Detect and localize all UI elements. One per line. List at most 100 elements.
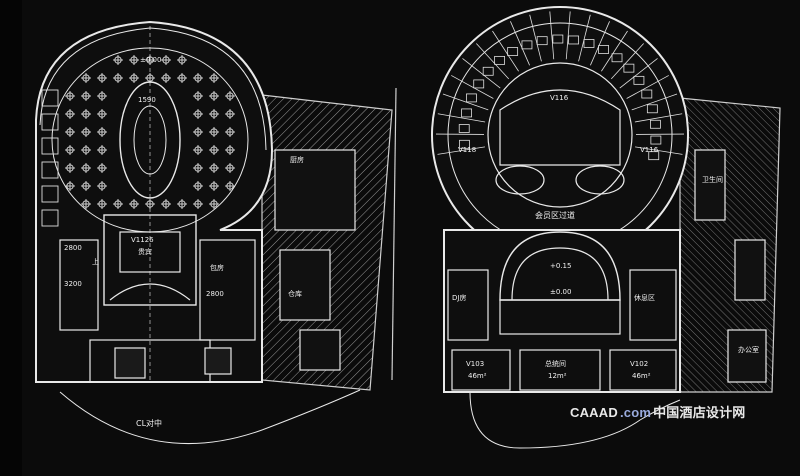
left-annex-room-3	[299, 329, 341, 371]
right-annex-room-3	[727, 329, 767, 383]
dome-seat	[193, 73, 203, 83]
left-stair	[114, 347, 146, 379]
dome-seat	[177, 55, 187, 65]
left-center-room	[119, 231, 181, 273]
dome-seat	[177, 199, 187, 209]
dome-seat	[65, 127, 75, 137]
dome-seat	[161, 55, 171, 65]
dome-seat	[97, 181, 107, 191]
right-label-room-bc-sub: 12m²	[548, 372, 567, 380]
dome-seat	[97, 163, 107, 173]
dome-seat	[225, 163, 235, 173]
dome-seat	[129, 73, 139, 83]
radial-divider	[578, 14, 591, 62]
right-label-room-bl: V103	[466, 360, 484, 368]
radial-divider	[451, 75, 494, 99]
radial-divider	[476, 43, 510, 80]
dome-seat	[81, 199, 91, 209]
dome-seat	[113, 199, 123, 209]
right-vip-seat-r	[575, 165, 625, 195]
radial-booth	[473, 79, 485, 89]
right-radial-booths	[436, 11, 684, 161]
left-booth	[41, 161, 59, 179]
dome-seat	[81, 163, 91, 173]
left-label-center-line: CL对中	[136, 418, 162, 428]
dome-seat	[65, 181, 75, 191]
radial-booth	[611, 53, 623, 63]
right-room-bc	[519, 349, 601, 391]
radial-divider	[442, 93, 489, 111]
radial-booth	[482, 66, 494, 76]
dome-seat	[65, 91, 75, 101]
left-booth-column	[41, 89, 59, 227]
dome-seat	[81, 73, 91, 83]
dome-seat	[225, 145, 235, 155]
radial-booth	[633, 75, 645, 85]
dome-seat	[145, 199, 155, 209]
dome-seat	[81, 181, 91, 191]
dome-seat	[81, 91, 91, 101]
left-side-room	[59, 239, 99, 331]
radial-divider	[549, 11, 555, 60]
left-floor-plan	[35, 20, 393, 444]
left-label-dome-span: 1590	[138, 96, 156, 104]
radial-booth	[536, 36, 548, 46]
left-booth	[41, 209, 59, 227]
left-label-entry: 上	[92, 257, 99, 266]
right-vip-seat-l	[495, 165, 545, 195]
dome-seat	[209, 73, 219, 83]
radial-divider	[619, 58, 658, 89]
right-plaza-arc	[469, 391, 681, 449]
left-plan-outline	[35, 20, 274, 383]
radial-booth	[649, 119, 661, 129]
watermark-sep: .com	[619, 405, 652, 420]
right-label-room-br: V102	[630, 360, 648, 368]
dome-seat	[193, 127, 203, 137]
radial-booth	[648, 151, 660, 161]
left-plan-labels: ±0.00 1590 V1126 贵宾 包房 厨房 仓库 2800 3200 2…	[64, 56, 304, 428]
dome-seat	[209, 181, 219, 191]
dome-seat	[81, 127, 91, 137]
left-annex-room-1	[274, 149, 356, 231]
dome-seat	[129, 55, 139, 65]
dome-seat	[193, 163, 203, 173]
right-label-top-room: V116	[550, 94, 569, 102]
dome-seat	[225, 181, 235, 191]
left-annex-room-2	[279, 249, 331, 321]
dome-seat	[225, 109, 235, 119]
right-plan-labels: 会员区过道 V116 V118 V116 +0.15 ±0.00 DJ房 休息区…	[452, 94, 759, 380]
dome-seat	[97, 145, 107, 155]
dome-seat	[65, 109, 75, 119]
radial-divider	[635, 146, 683, 155]
right-label-lounge: 休息区	[634, 293, 655, 302]
dome-seat	[129, 199, 139, 209]
page-center-line	[391, 87, 397, 381]
right-label-dj-room: DJ房	[452, 293, 466, 302]
left-right-room	[199, 239, 256, 341]
radial-divider	[510, 21, 530, 66]
right-label-room-br-sub: 46m²	[632, 372, 651, 380]
left-label-top-level: ±0.00	[140, 56, 161, 64]
left-booth	[41, 89, 59, 107]
dome-seat	[209, 163, 219, 173]
right-label-office: 办公室	[738, 345, 759, 354]
right-stage-inner	[511, 247, 609, 301]
left-center-hall	[103, 214, 197, 306]
dome-seat	[97, 199, 107, 209]
dome-seat	[193, 199, 203, 209]
right-label-left-room: V118	[458, 146, 476, 154]
left-booth	[41, 113, 59, 131]
right-label-stage-level: ±0.00	[550, 288, 571, 296]
dome-seat	[113, 73, 123, 83]
dome-seat	[193, 109, 203, 119]
dome-seat	[81, 145, 91, 155]
dome-seat	[193, 91, 203, 101]
dome-seat	[81, 109, 91, 119]
dome-seat	[209, 199, 219, 209]
right-label-toilet: 卫生间	[702, 175, 723, 184]
right-side-room	[629, 269, 677, 341]
radial-divider	[631, 93, 678, 111]
dome-seat	[225, 127, 235, 137]
right-label-right-room: V116	[640, 146, 659, 154]
